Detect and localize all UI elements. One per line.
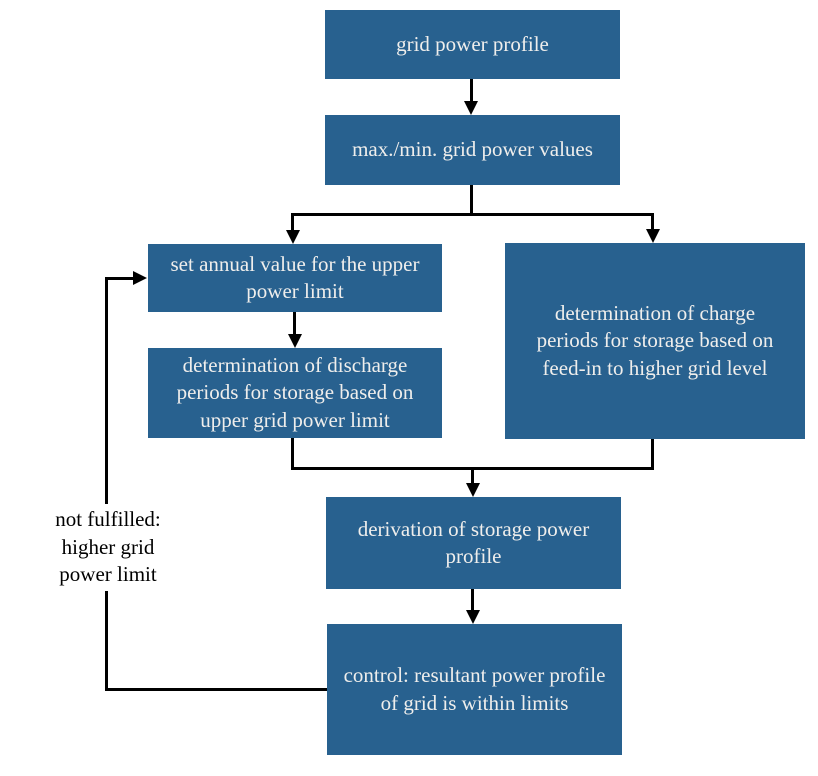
- connector-derivation-to-control: [471, 589, 474, 610]
- feedback-condition-label: not fulfilled: higher grid power limit: [36, 504, 180, 592]
- node-charge-periods: determination of charge periods for stor…: [505, 243, 805, 439]
- connector-split-to-charge: [651, 216, 654, 229]
- arrowhead-down-icon: [466, 610, 480, 624]
- node-max-min-grid-power-values: max./min. grid power values: [325, 115, 620, 185]
- connector-charge-to-merge: [651, 439, 654, 470]
- node-discharge-periods: determination of discharge periods for s…: [148, 348, 442, 438]
- connector-split-horizontal: [291, 213, 654, 216]
- node-set-annual-value-upper-power-limit: set annual value for the upper power lim…: [148, 244, 442, 312]
- connector-feedback-vertical: [105, 277, 108, 691]
- connector-split-to-annual: [291, 216, 294, 230]
- node-derivation-storage-power-profile: derivation of storage power profile: [326, 497, 621, 589]
- arrowhead-down-icon: [466, 483, 480, 497]
- arrowhead-down-icon: [286, 230, 300, 244]
- arrowhead-down-icon: [464, 101, 478, 115]
- connector-discharge-to-merge: [291, 438, 294, 470]
- node-control-resultant-power-profile: control: resultant power profile of grid…: [327, 624, 622, 755]
- connector-grid-to-maxmin: [470, 79, 473, 103]
- connector-feedback-top: [108, 277, 133, 280]
- connector-merge-horizontal: [291, 467, 654, 470]
- node-grid-power-profile: grid power profile: [325, 10, 620, 79]
- connector-maxmin-to-split: [470, 185, 473, 216]
- connector-feedback-bottom: [105, 688, 327, 691]
- connector-merge-to-derivation: [471, 470, 474, 483]
- arrowhead-down-icon: [646, 229, 660, 243]
- arrowhead-right-icon: [133, 271, 147, 285]
- arrowhead-down-icon: [288, 334, 302, 348]
- connector-annual-to-discharge: [293, 312, 296, 334]
